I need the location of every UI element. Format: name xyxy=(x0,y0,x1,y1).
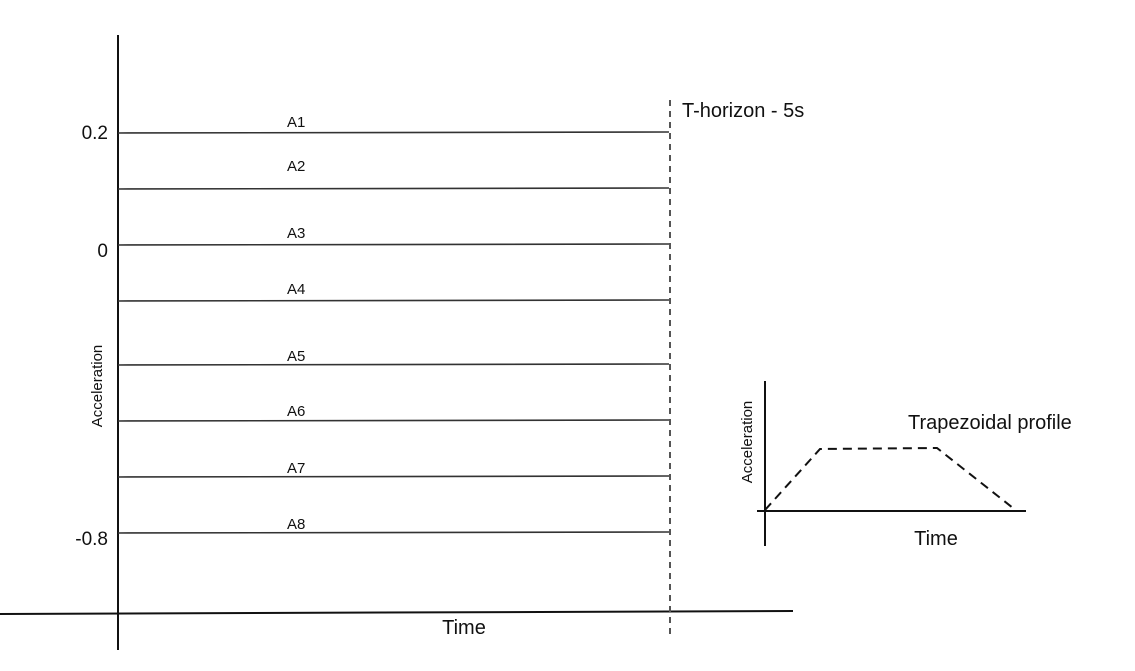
line-a6-label: A6 xyxy=(287,403,305,420)
line-a1 xyxy=(117,131,670,134)
line-a4 xyxy=(117,299,670,302)
inset-title: Trapezoidal profile xyxy=(908,412,1072,434)
line-a2-label: A2 xyxy=(287,158,305,175)
inset-x-axis-title: Time xyxy=(914,528,958,550)
y-tick-0.2: 0.2 xyxy=(82,123,108,144)
line-a7-label: A7 xyxy=(287,460,305,477)
line-a2 xyxy=(117,187,670,190)
trapezoid-curve xyxy=(764,446,1014,511)
acceleration-lines: A1 A2 A3 A4 A5 A6 A7 A8 xyxy=(117,114,670,534)
inset-y-axis-title: Acceleration xyxy=(739,401,756,484)
line-a7 xyxy=(117,475,670,478)
line-a5-label: A5 xyxy=(287,348,305,365)
line-a5 xyxy=(117,363,670,366)
main-y-axis-title: Acceleration xyxy=(89,345,106,428)
line-a4-label: A4 xyxy=(287,281,305,298)
inset-trapezoidal-profile: Trapezoidal profile Time Acceleration xyxy=(739,381,1072,550)
main-x-axis-title: Time xyxy=(442,617,486,639)
line-a8-label: A8 xyxy=(287,516,305,533)
line-a1-label: A1 xyxy=(287,114,305,131)
line-a3 xyxy=(117,243,670,246)
line-a3-label: A3 xyxy=(287,225,305,242)
line-a6 xyxy=(117,419,670,422)
main-x-axis xyxy=(0,610,794,615)
y-tick-neg-0.8: -0.8 xyxy=(75,529,108,550)
y-tick-0: 0 xyxy=(97,241,108,262)
t-horizon-label: T-horizon - 5s xyxy=(682,100,804,122)
line-a8 xyxy=(117,531,670,534)
